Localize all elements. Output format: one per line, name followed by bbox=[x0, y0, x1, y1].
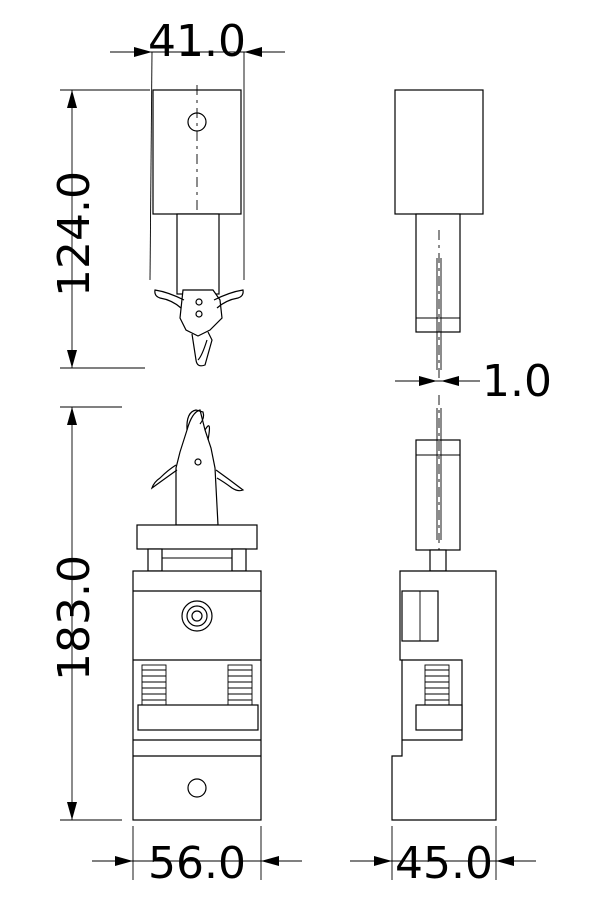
left-spring bbox=[141, 664, 167, 706]
front-view bbox=[132, 409, 262, 880]
dimension-label-top-width: 41.0 bbox=[148, 16, 246, 67]
top-view bbox=[149, 51, 245, 367]
dimension-label-thickness: 1.0 bbox=[482, 356, 552, 407]
side-view-upper bbox=[394, 89, 484, 380]
dimension-label-top-height: 124.0 bbox=[49, 171, 100, 297]
dimension-thickness: 1.0 bbox=[395, 356, 552, 407]
dimension-label-front-width: 56.0 bbox=[148, 838, 246, 889]
side-view-lower bbox=[391, 395, 497, 880]
dimension-front-height: 183.0 bbox=[49, 406, 122, 821]
dimension-label-front-height: 183.0 bbox=[49, 555, 100, 681]
dimension-front-width: 56.0 bbox=[92, 838, 302, 889]
dimension-top-width: 41.0 bbox=[110, 16, 285, 67]
dimension-top-height: 124.0 bbox=[49, 89, 150, 369]
dimension-side-width: 45.0 bbox=[350, 838, 536, 889]
dimension-label-side-width: 45.0 bbox=[395, 838, 493, 889]
